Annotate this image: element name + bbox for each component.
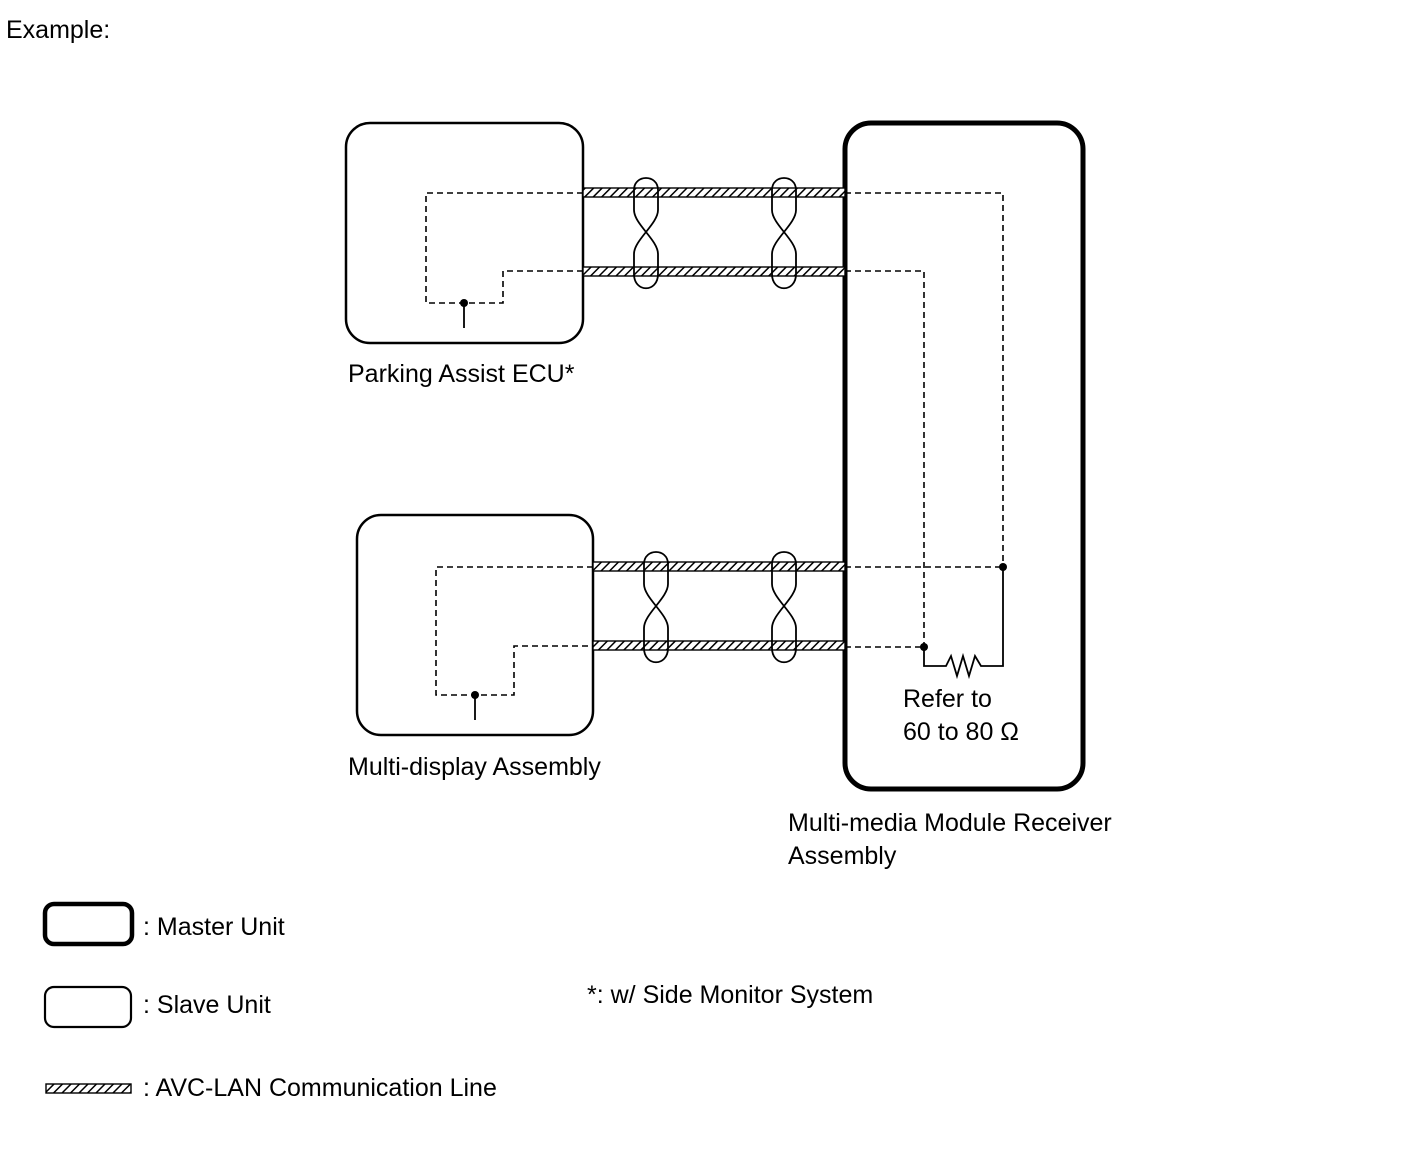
legend-avc-lan-label: : AVC-LAN Communication Line bbox=[143, 1074, 497, 1102]
receiver-label-line2: Assembly bbox=[788, 842, 897, 870]
multi-display-box bbox=[355, 513, 595, 737]
avc-lan-line bbox=[592, 561, 846, 572]
resistor-symbol bbox=[923, 567, 1004, 680]
legend-avc-lan-symbol bbox=[45, 1083, 132, 1094]
footnote-side-monitor: *: w/ Side Monitor System bbox=[587, 981, 873, 1009]
avc-lan-link-parking-assist bbox=[582, 177, 846, 290]
legend: : Master Unit : Slave Unit : AVC-LAN Com… bbox=[42, 901, 497, 1102]
example-heading: Example: bbox=[6, 16, 110, 44]
parking-assist-ecu-box bbox=[344, 121, 585, 345]
legend-master-unit-label: : Master Unit bbox=[143, 913, 285, 941]
twisted-pair-symbol bbox=[771, 177, 797, 290]
parking-assist-junction-dot bbox=[460, 299, 468, 307]
receiver-label-line1: Multi-media Module Receiver bbox=[788, 809, 1112, 837]
twisted-pair-symbol bbox=[633, 177, 659, 290]
avc-lan-line bbox=[582, 187, 846, 198]
receiver-internal-line-upper bbox=[845, 192, 1004, 567]
multi-media-receiver: Refer to 60 to 80 Ω Multi-media Module R… bbox=[788, 120, 1112, 870]
multi-display-label: Multi-display Assembly bbox=[348, 753, 601, 781]
avc-lan-line bbox=[582, 266, 846, 277]
legend-slave-unit-label: : Slave Unit bbox=[143, 991, 271, 1019]
multi-display-assembly: Multi-display Assembly bbox=[348, 513, 601, 781]
twisted-pair-symbol bbox=[771, 551, 797, 664]
legend-master-unit-symbol bbox=[42, 901, 135, 947]
parking-assist-ecu-label: Parking Assist ECU* bbox=[348, 360, 575, 388]
parking-assist-ecu: Parking Assist ECU* bbox=[344, 121, 585, 388]
multi-display-junction-dot bbox=[471, 691, 479, 699]
legend-slave-unit-symbol bbox=[43, 985, 133, 1029]
avc-lan-line bbox=[592, 640, 846, 651]
resistor-refer-label: Refer to bbox=[903, 685, 992, 713]
avc-lan-link-multi-display bbox=[592, 551, 846, 664]
receiver-box bbox=[842, 120, 1086, 792]
twisted-pair-symbol bbox=[643, 551, 669, 664]
resistor-value-label: 60 to 80 Ω bbox=[903, 718, 1019, 746]
